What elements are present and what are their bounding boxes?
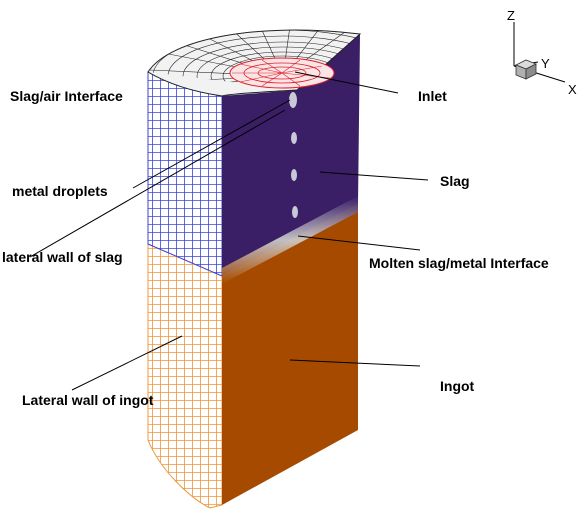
axis-z-label: Z [507, 8, 515, 23]
label-lateral-wall-ingot: Lateral wall of ingot [22, 392, 154, 408]
axis-y-label: Y [541, 56, 550, 71]
label-slag-air-interface: Slag/air Interface [10, 88, 123, 104]
ingot-face [222, 204, 358, 505]
slag-lateral-wall [147, 71, 223, 277]
slag-metal-interface-band [222, 196, 358, 284]
leader-lines [29, 71, 429, 391]
label-ingot: Ingot [440, 378, 475, 394]
axis-triad: Z Y X [507, 8, 577, 97]
label-inlet: Inlet [418, 88, 447, 104]
axis-cube-icon [515, 59, 537, 80]
label-slag: Slag [440, 173, 470, 189]
inlet-region [229, 57, 335, 89]
axis-x-label: X [568, 82, 577, 97]
label-molten-interface: Molten slag/metal Interface [369, 255, 549, 271]
ingot-lateral-wall [147, 243, 223, 509]
label-metal-droplets: metal droplets [12, 183, 108, 199]
label-lateral-wall-slag: lateral wall of slag [2, 249, 123, 265]
metal-droplets [289, 92, 298, 218]
